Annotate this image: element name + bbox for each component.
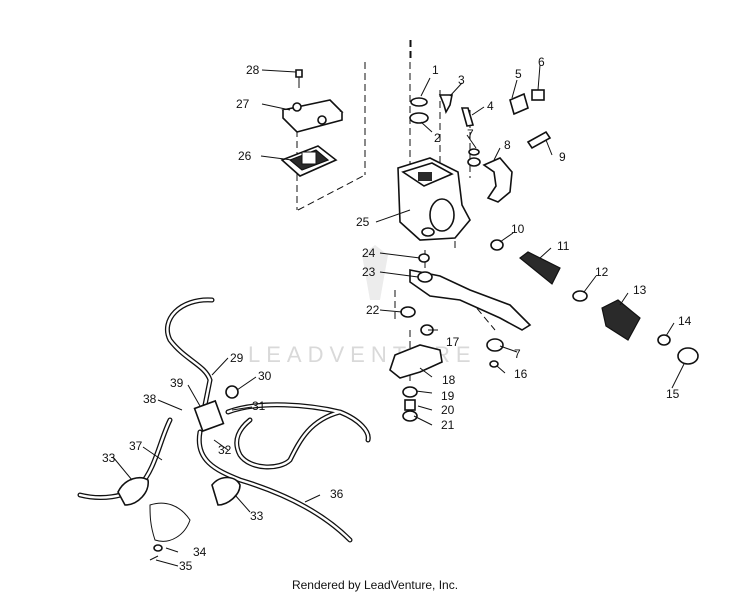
callout-25: 25 (356, 215, 370, 229)
callout-38: 38 (143, 392, 157, 406)
callout-14: 14 (678, 314, 692, 328)
callout-39: 39 (170, 376, 184, 390)
callout-24: 24 (362, 246, 376, 260)
master-cylinder-body (397, 157, 471, 241)
switch-bracket (389, 306, 504, 422)
callout-15: 15 (666, 387, 680, 401)
callout-35: 35 (179, 559, 193, 573)
callout-18: 18 (442, 373, 456, 387)
callout-26: 26 (238, 149, 252, 163)
watermark-text: LEADVENTURE (248, 342, 477, 367)
callout-21: 21 (441, 418, 455, 432)
callout-1: 1 (432, 63, 439, 77)
callout-6: 6 (538, 55, 545, 69)
reservoir-cover (281, 69, 344, 133)
callout-16: 16 (514, 367, 528, 381)
rendered-by-credit: Rendered by LeadVenture, Inc. (291, 578, 459, 592)
diaphragm-gasket (280, 145, 338, 177)
leadventure-watermark: LEADVENTURE (248, 245, 477, 367)
callout-8: 8 (504, 138, 511, 152)
callout-labels: 1 2 3 4 5 6 7 8 9 10 11 12 13 14 15 16 1… (102, 55, 692, 573)
callout-37: 37 (129, 439, 143, 453)
callout-5: 5 (515, 67, 522, 81)
callout-11: 11 (557, 239, 570, 253)
callout-12: 12 (595, 265, 609, 279)
leader-lines (112, 64, 685, 567)
brake-lines (77, 297, 371, 561)
callout-19: 19 (441, 389, 455, 403)
top-hardware (409, 89, 552, 167)
callout-33: 33 (102, 451, 116, 465)
callout-7b: 7 (514, 347, 521, 361)
callout-13: 13 (633, 283, 647, 297)
callout-29: 29 (230, 351, 244, 365)
callout-3: 3 (458, 73, 465, 87)
callout-27: 27 (236, 97, 250, 111)
callout-32: 32 (218, 443, 232, 457)
callout-22: 22 (366, 303, 380, 317)
callout-34: 34 (193, 545, 207, 559)
callout-33b: 33 (250, 509, 264, 523)
callout-23: 23 (362, 265, 376, 279)
callout-30: 30 (258, 369, 272, 383)
callout-2: 2 (434, 131, 441, 145)
piston-assembly (490, 239, 699, 365)
brake-lever (409, 253, 532, 331)
callout-36: 36 (330, 487, 344, 501)
callout-17: 17 (446, 335, 460, 349)
callout-4: 4 (487, 99, 494, 113)
callout-10: 10 (511, 222, 525, 236)
callout-31: 31 (252, 399, 266, 413)
callout-7: 7 (467, 127, 474, 141)
handlebar-clamp (482, 157, 513, 203)
callout-20: 20 (441, 403, 455, 417)
callout-28: 28 (246, 63, 260, 77)
callout-9: 9 (559, 150, 566, 164)
